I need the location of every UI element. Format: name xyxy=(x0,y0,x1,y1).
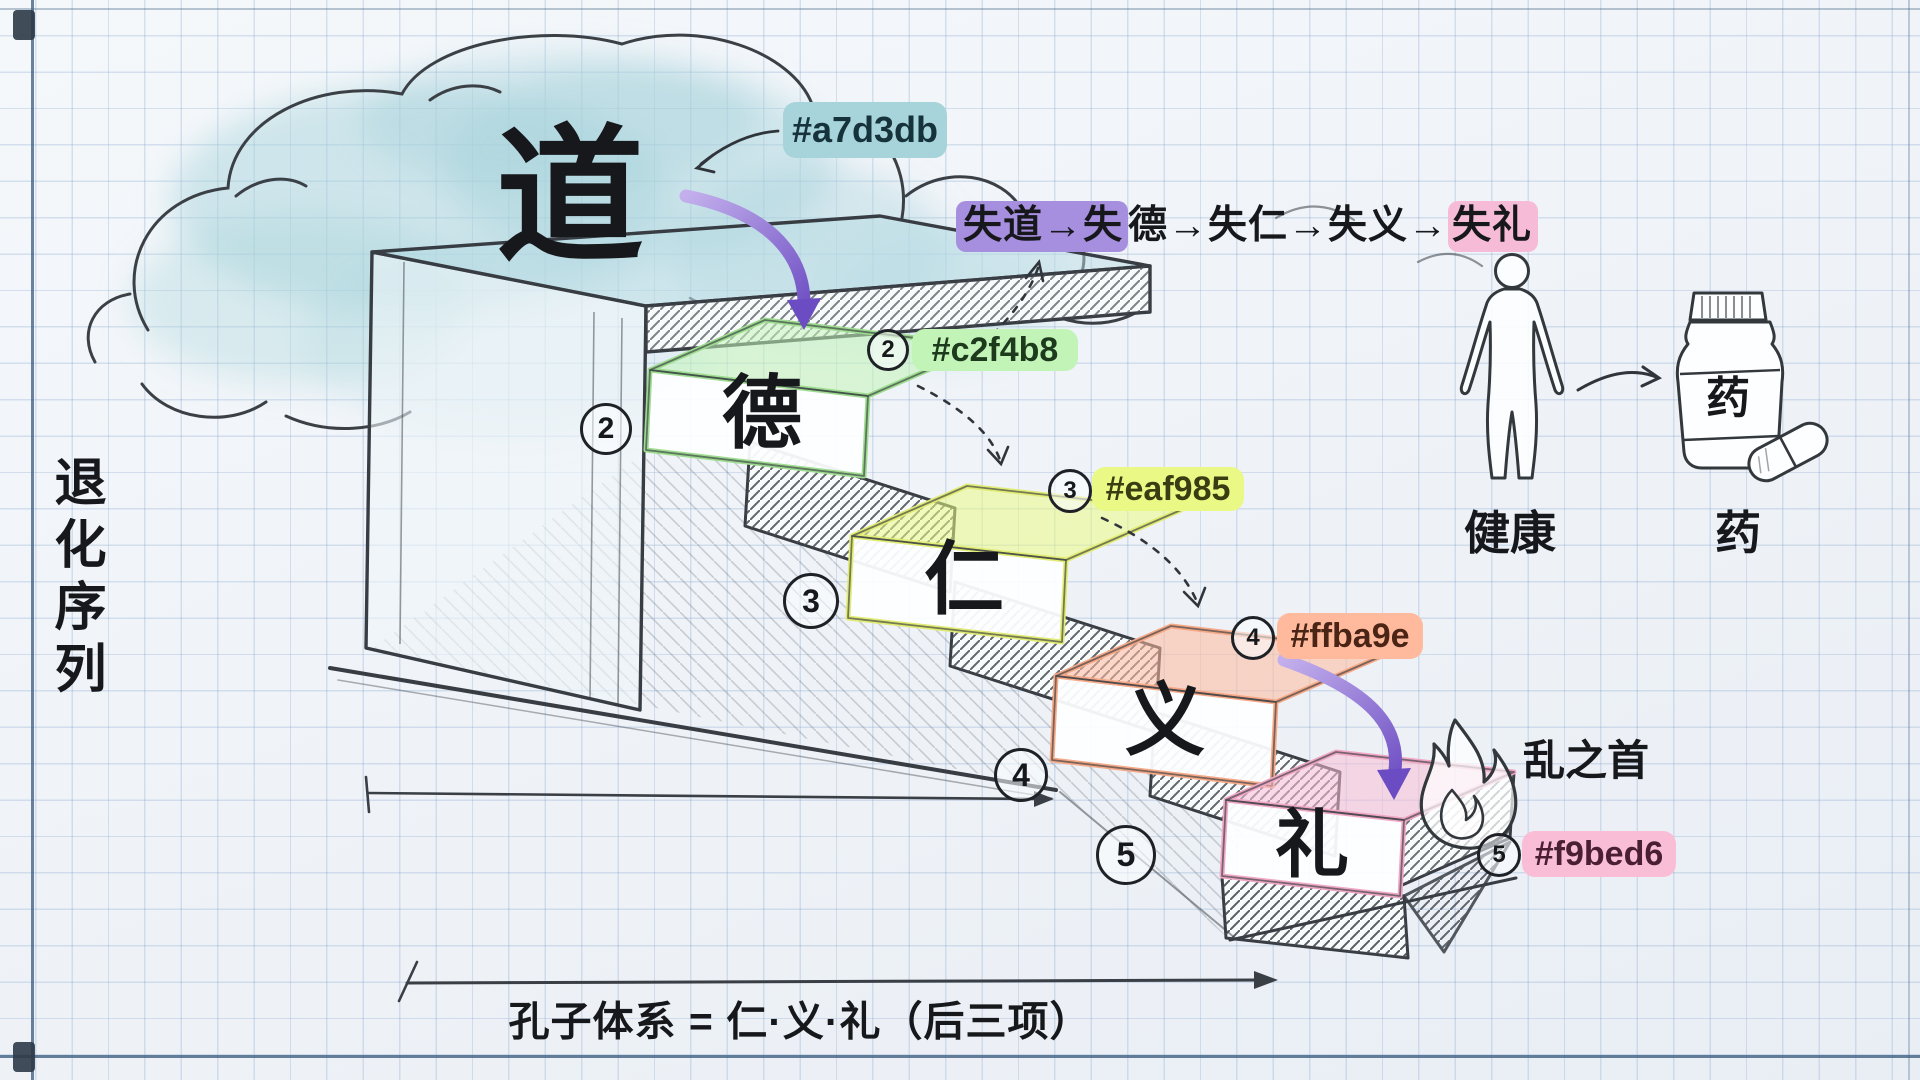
label-number-5: 5 xyxy=(1477,833,1521,877)
right-margin-line xyxy=(1908,0,1910,1080)
person-to-medicine-arrow xyxy=(1576,365,1663,392)
step-char-ren: 仁 xyxy=(924,535,1004,624)
hex-label-li: #f9bed6 xyxy=(1522,831,1676,877)
top-margin-line xyxy=(0,8,1920,10)
cloud-label-arrow xyxy=(693,129,780,174)
stair-number-2: 2 xyxy=(580,403,632,455)
confucius-caption: 孔子体系 = 仁·义·礼（后三项） xyxy=(508,998,1092,1045)
dashed-arrows xyxy=(916,259,1207,609)
corner-mark-top xyxy=(13,10,35,40)
hex-label-ren: #eaf985 xyxy=(1092,467,1244,511)
step-char-li: 礼 xyxy=(1275,803,1349,886)
degeneration-sequence: 失道→失德→失仁→失义→失礼 xyxy=(956,194,1539,252)
left-margin-line xyxy=(31,0,34,1080)
cloud-hex-label: #a7d3db xyxy=(783,102,947,158)
sequence-part-plain: 德→失仁→失义→ xyxy=(1128,204,1449,247)
label-number-4: 4 xyxy=(1231,616,1275,660)
purple-arrow-dao-to-de xyxy=(679,189,821,330)
stair-number-3: 3 xyxy=(783,573,839,629)
health-label: 健康 xyxy=(1464,507,1556,559)
purple-arrow-yi-to-li xyxy=(1277,653,1411,800)
bottle-character: 药 xyxy=(1706,374,1750,423)
chaos-note: 乱之首 xyxy=(1522,737,1650,784)
step-char-de: 德 xyxy=(722,369,802,458)
dimension-line-upper xyxy=(364,775,1054,814)
label-number-3: 3 xyxy=(1048,469,1092,513)
sequence-part-pink: 失礼 xyxy=(1448,201,1539,252)
degeneration-axis-label: 退化序列 xyxy=(46,455,104,703)
sequence-part-purple: 失道→失 xyxy=(956,201,1129,252)
corner-mark-bottom xyxy=(13,1042,35,1072)
flame-icon xyxy=(1419,718,1518,850)
bottom-margin-line xyxy=(0,1055,1920,1058)
person-icon xyxy=(1459,253,1565,480)
step-char-yi: 义 xyxy=(1125,676,1205,765)
stair-number-4: 4 xyxy=(994,748,1048,802)
medicine-label: 药 xyxy=(1715,507,1761,559)
hex-label-yi: #ffba9e xyxy=(1277,613,1423,659)
dimension-line-lower xyxy=(397,960,1278,1003)
hex-label-de: #c2f4b8 xyxy=(912,329,1078,371)
stair-number-5: 5 xyxy=(1096,825,1156,885)
label-number-2: 2 xyxy=(867,329,909,371)
dao-character: 道 xyxy=(496,115,644,280)
capsule-icon xyxy=(1747,421,1829,483)
